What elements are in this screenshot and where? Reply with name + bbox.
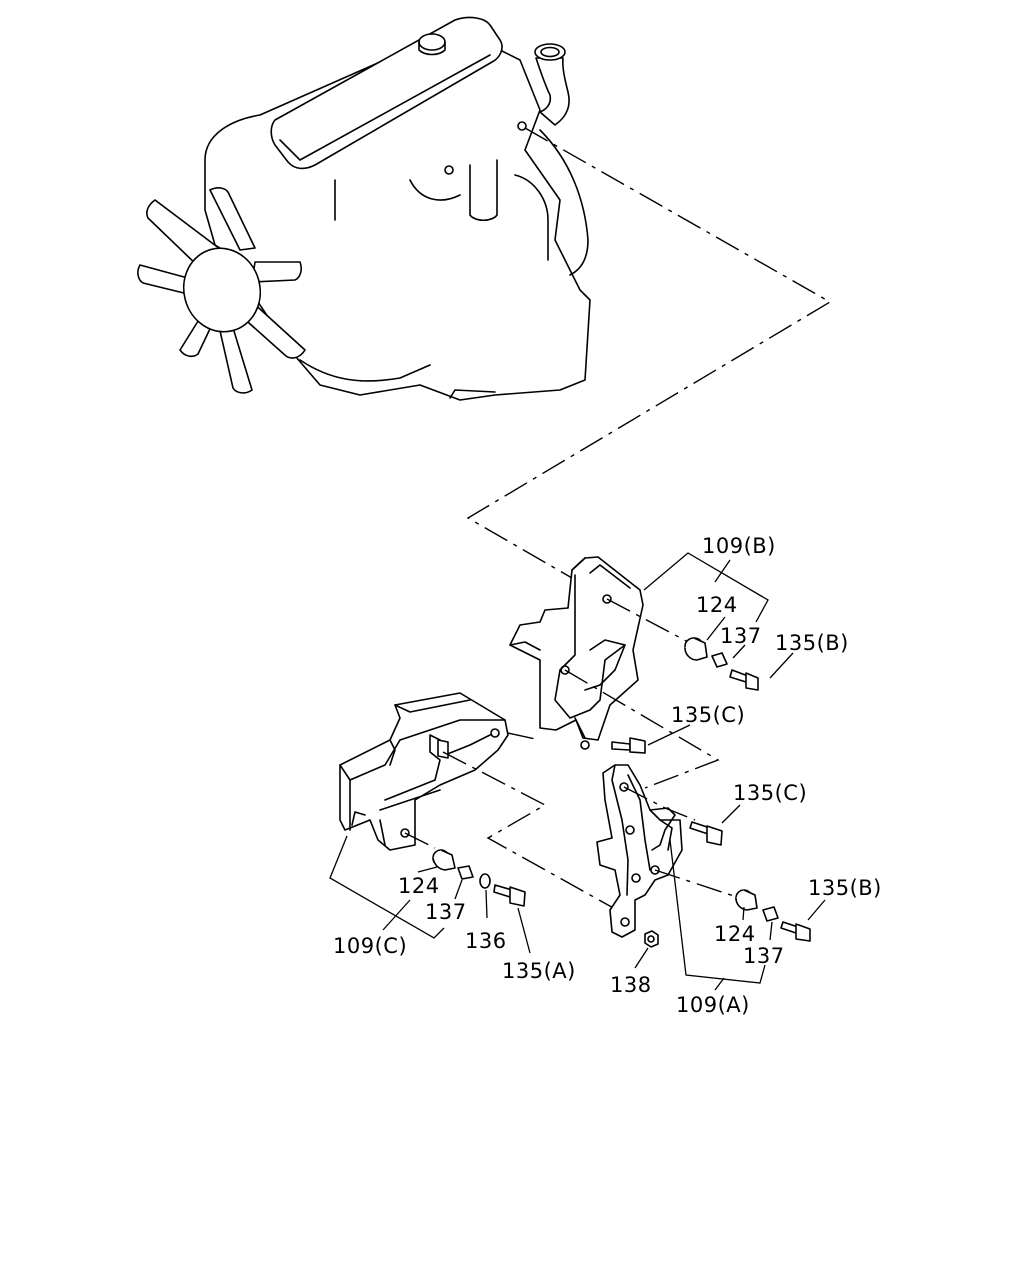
collar-137-top bbox=[711, 652, 728, 668]
bushing-124-top bbox=[684, 637, 708, 661]
bushing-124-right bbox=[735, 889, 758, 911]
callout-labels: 109(B) 124 137 135(B) 135(C) 135(C) 135(… bbox=[333, 534, 882, 1017]
bushing-124-left bbox=[432, 849, 456, 871]
callout-135b-right: 135(B) bbox=[808, 876, 882, 900]
callout-109b: 109(B) bbox=[702, 534, 776, 558]
callout-124-left: 124 bbox=[398, 874, 440, 898]
bracket-109c bbox=[339, 692, 509, 851]
callout-136: 136 bbox=[465, 929, 507, 953]
washer-136 bbox=[479, 873, 491, 889]
leader-lines bbox=[329, 552, 826, 991]
bolt-135c-mid bbox=[611, 737, 646, 754]
bolt-135b-right bbox=[780, 921, 811, 942]
callout-137-top: 137 bbox=[720, 624, 762, 648]
callout-124-right: 124 bbox=[714, 922, 756, 946]
callout-135c-right: 135(C) bbox=[733, 781, 807, 805]
bracket-109a bbox=[596, 764, 683, 938]
callout-135b-top: 135(B) bbox=[775, 631, 849, 655]
engine-illustration bbox=[137, 16, 591, 401]
bolt-135a bbox=[493, 884, 526, 907]
callout-138: 138 bbox=[610, 973, 652, 997]
collar-137-right bbox=[762, 906, 779, 922]
collar-137-left bbox=[457, 865, 474, 880]
callout-137-right: 137 bbox=[743, 944, 785, 968]
callout-109a: 109(A) bbox=[676, 993, 750, 1017]
dashed-reference-line bbox=[466, 127, 832, 579]
bolt-135c-right bbox=[689, 821, 723, 846]
callout-109c: 109(C) bbox=[333, 934, 407, 958]
callout-137-left: 137 bbox=[425, 900, 467, 924]
bolt-135b-top bbox=[729, 669, 759, 691]
bracket-109b bbox=[509, 556, 644, 750]
nut-138 bbox=[644, 930, 659, 948]
callout-135a: 135(A) bbox=[502, 959, 576, 983]
callout-135c-mid: 135(C) bbox=[671, 703, 745, 727]
callout-124-top: 124 bbox=[696, 593, 738, 617]
